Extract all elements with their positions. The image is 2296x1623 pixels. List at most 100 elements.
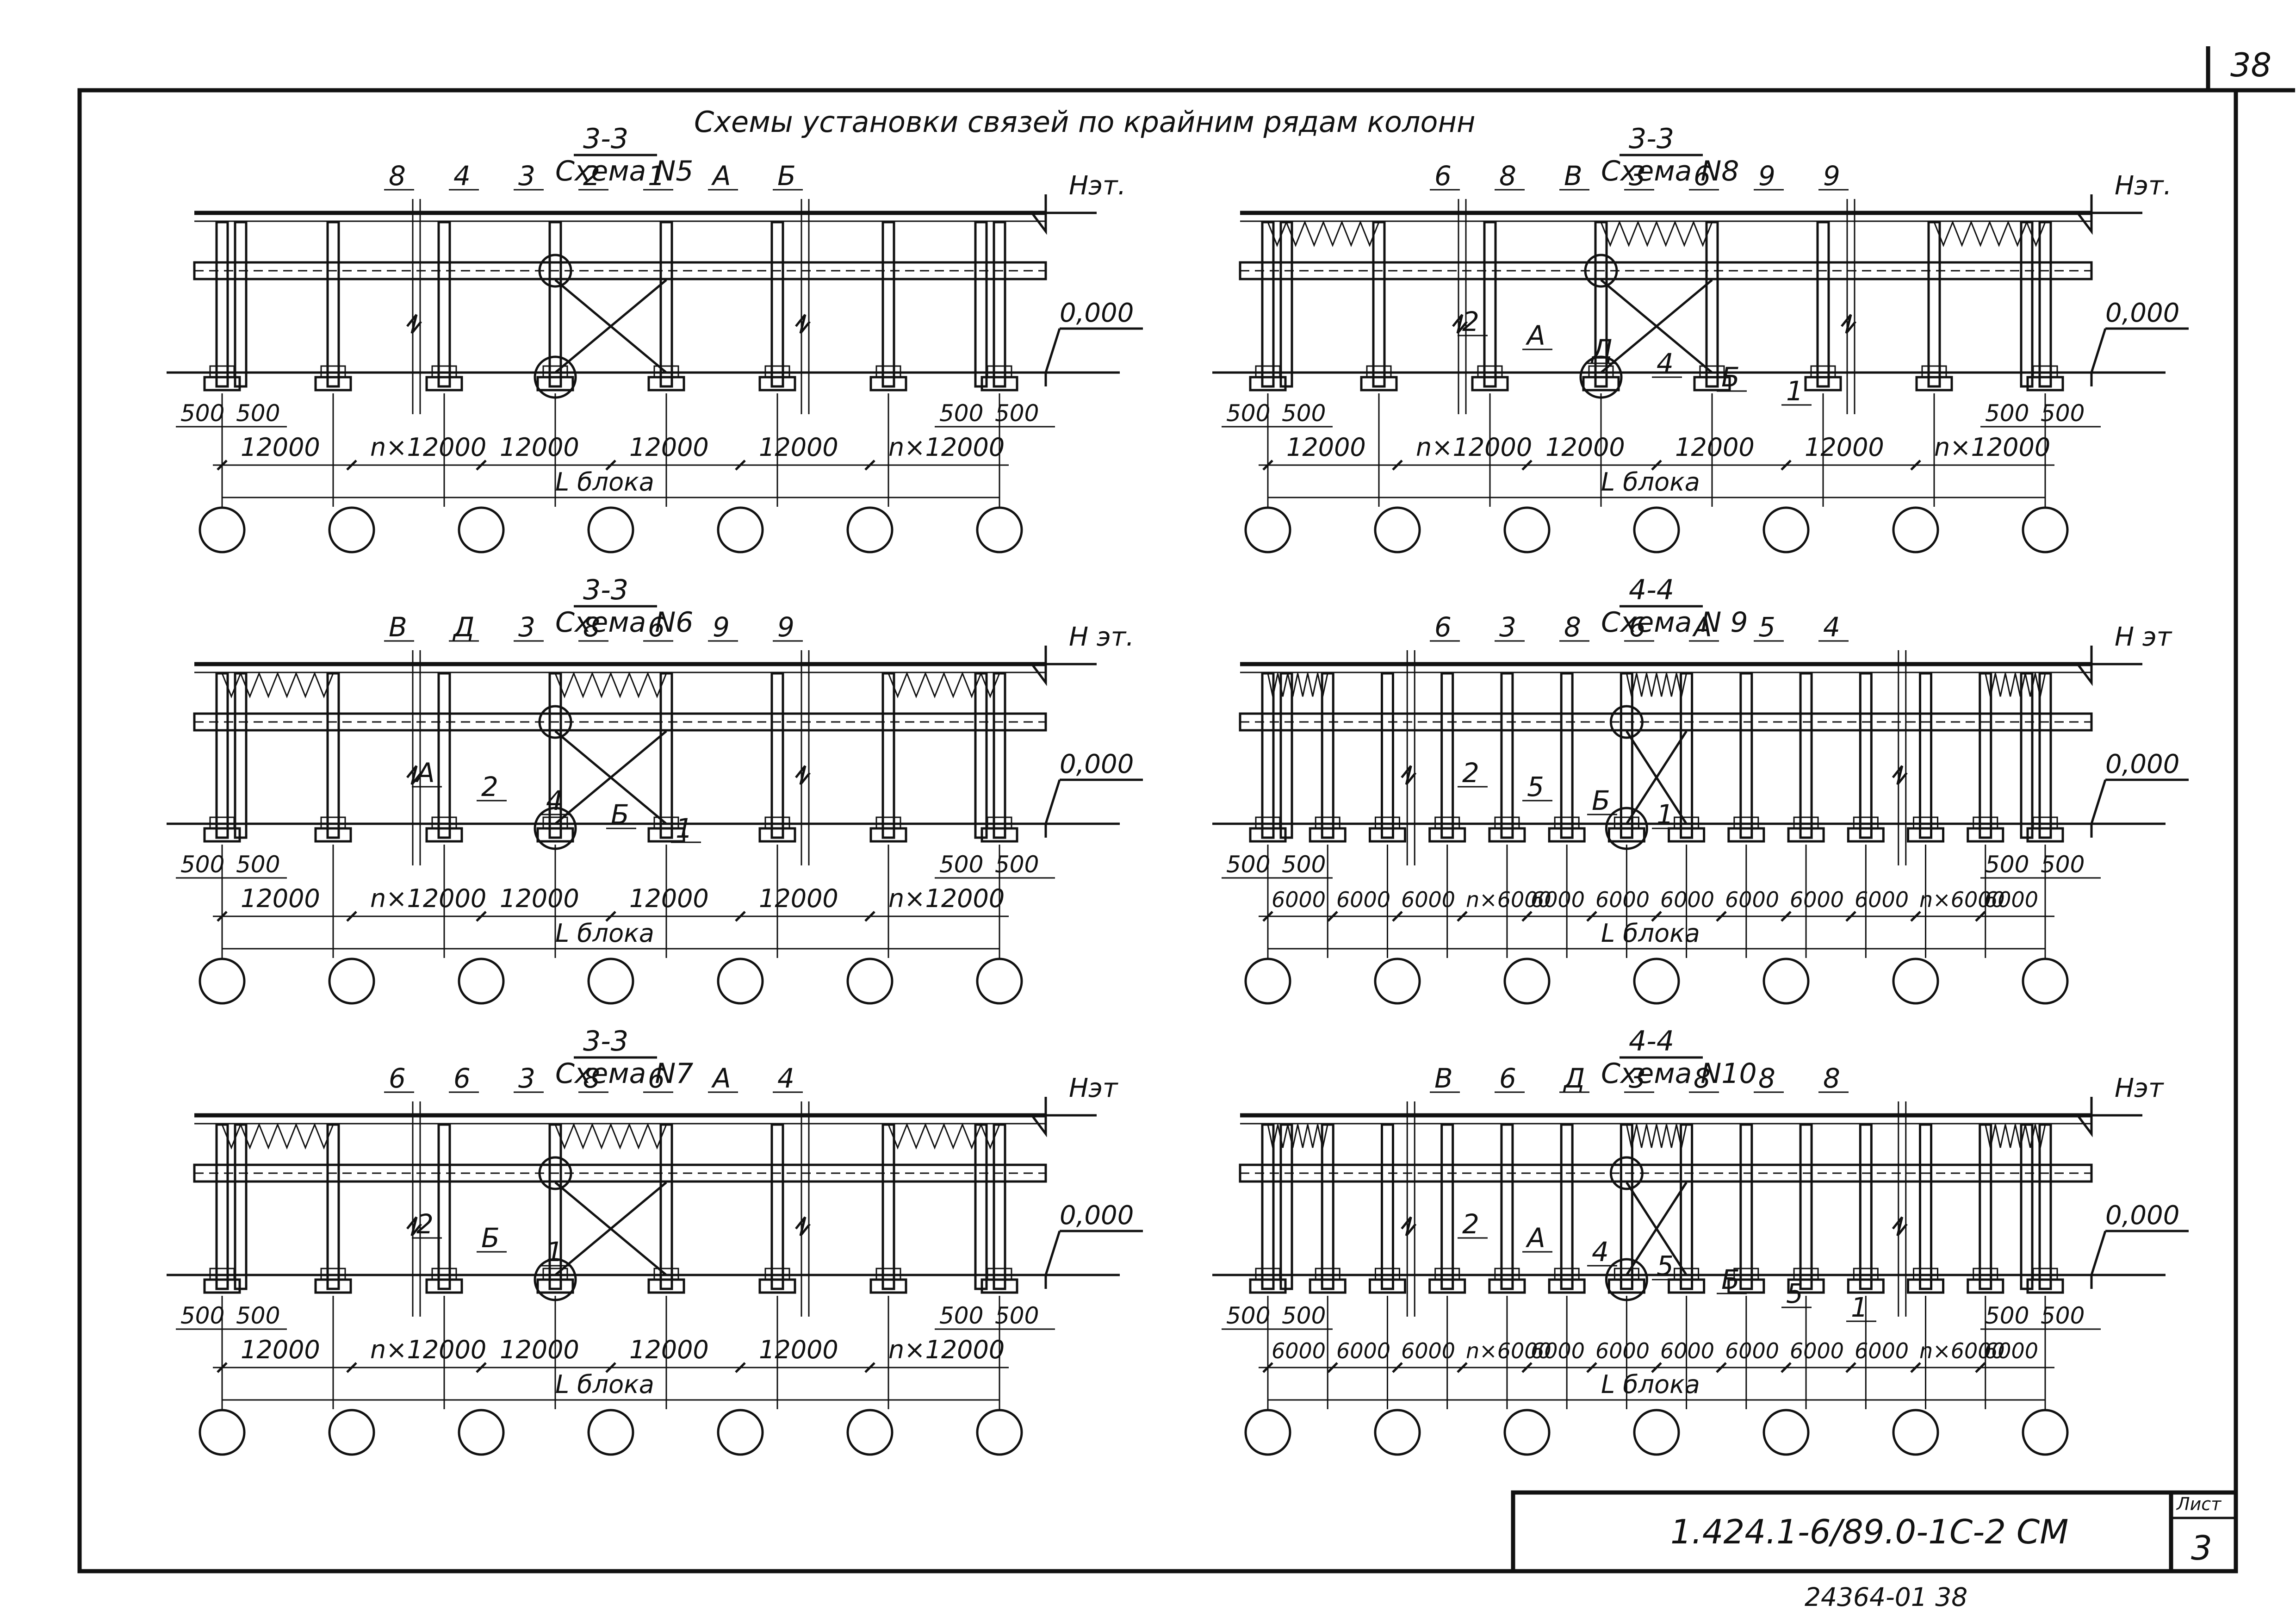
column-footing — [425, 1278, 463, 1294]
column-footing — [314, 827, 352, 843]
end-column — [1279, 1123, 1293, 1290]
column-base — [1613, 816, 1639, 829]
callout-label: В — [1434, 1063, 1453, 1094]
bay-dim-label: 6000 — [1790, 1338, 1844, 1363]
roof-truss — [554, 1122, 667, 1150]
bay-dim-label: 6000 — [1790, 887, 1844, 912]
sheet-number: 3 — [2191, 1529, 2212, 1567]
level-roof-label: Нэт — [1069, 1073, 1118, 1103]
grid-axis-circle — [1762, 506, 1810, 553]
column-base — [431, 365, 457, 378]
column-footing — [1488, 827, 1526, 843]
grid-axis-circle — [1374, 1409, 1421, 1456]
block-length-label: L блока — [555, 919, 654, 948]
column-base — [764, 365, 790, 378]
bay-dim-label: 6000 — [1984, 887, 2038, 912]
column-footing — [1907, 827, 1945, 843]
bay-dim-tick — [1845, 911, 1856, 922]
bay-dim-tick — [1716, 911, 1727, 922]
grid-axis-circle — [1503, 1409, 1551, 1456]
callout-label: А — [1525, 1222, 1545, 1254]
callout-label: 9 — [713, 611, 730, 643]
document-code: 1.424.1-6/89.0-1С-2 СМ — [1670, 1512, 2068, 1551]
bay-dim-tick — [1262, 460, 1273, 471]
block-length-label: L блока — [555, 1370, 654, 1399]
column-base — [1613, 1268, 1639, 1281]
column-footing — [1967, 827, 2004, 843]
bay-dim-label: 6000 — [1660, 887, 1714, 912]
column-base — [1434, 1268, 1460, 1281]
roof-truss — [1985, 673, 2046, 697]
callout-label: 2 — [481, 771, 498, 802]
callout-label: 2 — [1462, 306, 1479, 337]
column-footing — [314, 1278, 352, 1294]
grid-axis-circle — [2022, 958, 2069, 1005]
break-mark — [406, 1216, 422, 1237]
block-length-label: L блока — [1601, 919, 1700, 948]
column-footing — [1548, 1278, 1586, 1294]
bay-dim-tick — [735, 1362, 746, 1373]
roof-truss — [1933, 220, 2046, 248]
column — [659, 672, 673, 839]
column — [993, 1123, 1006, 1290]
grid-axis-circle — [846, 958, 894, 1005]
callout-label: А — [711, 160, 731, 192]
column — [1979, 1123, 1992, 1290]
grid-axis-circle — [199, 1409, 246, 1456]
bay-dim-label: 12000 — [1675, 433, 1755, 462]
column — [1500, 1123, 1514, 1290]
column — [1440, 672, 1454, 839]
column — [326, 1123, 340, 1290]
scheme-title: Схема N8 — [1601, 155, 1739, 187]
column-base — [1810, 365, 1836, 378]
column-base — [1913, 1268, 1939, 1281]
column-base — [1374, 1268, 1400, 1281]
column — [770, 1123, 784, 1290]
end-dim-label: 500 — [939, 851, 983, 878]
roof-truss — [1267, 220, 1380, 248]
column — [1483, 221, 1497, 388]
column — [1680, 1123, 1694, 1290]
node-a-circle — [1609, 705, 1644, 739]
callout-label: В — [1564, 160, 1582, 192]
bay-dim-tick — [1521, 911, 1533, 922]
grid-axis-circle — [458, 506, 505, 553]
grid-axis-circle — [976, 506, 1023, 553]
title-block-frame — [1511, 1490, 2238, 1573]
callout-label: 3 — [1629, 1063, 1646, 1094]
column-footing — [1915, 376, 1953, 392]
column — [548, 221, 562, 388]
section-label: 3-3 — [583, 1025, 628, 1057]
bay-dim-label: 12000 — [500, 433, 579, 462]
end-dim-label: 500 — [939, 1302, 983, 1329]
column-base — [1853, 1268, 1879, 1281]
bay-dim-tick — [1716, 1362, 1727, 1373]
roof-truss — [1626, 673, 1688, 697]
column — [1680, 672, 1694, 839]
callout-label: Б — [481, 1222, 500, 1254]
column — [2038, 1123, 2052, 1290]
callout-label: А — [415, 757, 435, 789]
callout-label: 9 — [1823, 160, 1840, 192]
grid-axis-circle — [1503, 958, 1551, 1005]
grid-axis-circle — [1244, 1409, 1291, 1456]
end-dim-label: 500 — [995, 400, 1039, 427]
column — [1816, 221, 1830, 388]
callout-label: 4 — [1657, 348, 1674, 379]
roof-truss — [1600, 220, 1713, 248]
grid-axis-circle — [1244, 958, 1291, 1005]
block-length-label: L блока — [1601, 1370, 1700, 1399]
column — [659, 221, 673, 388]
column-footing — [1309, 1278, 1347, 1294]
callout-label: 4 — [453, 160, 471, 192]
column — [770, 221, 784, 388]
grid-axis-circle — [1892, 1409, 1939, 1456]
column — [993, 672, 1006, 839]
column-footing — [425, 827, 463, 843]
column-base — [1494, 816, 1520, 829]
column-footing — [1548, 827, 1586, 843]
column-base — [1374, 816, 1400, 829]
section-label: 3-3 — [583, 574, 628, 606]
end-column — [1279, 221, 1293, 388]
